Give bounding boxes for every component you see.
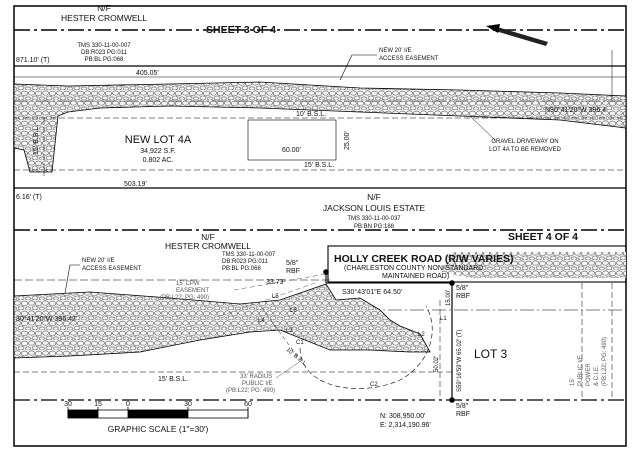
owner-top-pb: PB:BL PG:068 bbox=[85, 57, 124, 63]
scale-tick-60: 60 bbox=[244, 401, 252, 408]
owner-4-tms: TMS 330-11-00-007 bbox=[222, 252, 276, 258]
sheet-3-section: SHEET 3 OF 4 N/F HESTER CROMWELL TMS 330… bbox=[13, 3, 627, 201]
holly-creek-road-gravel bbox=[440, 252, 626, 278]
bearing-vert: S59°16'59"W 65.02' (T) bbox=[457, 329, 463, 392]
dim-top-left: 871.10' (T) bbox=[16, 57, 50, 64]
easement-top-label-2: ACCESS EASEMENT bbox=[379, 56, 439, 62]
road-note-2: MAINTAINED ROAD) bbox=[382, 273, 449, 280]
dim-1500: 15.00' bbox=[446, 290, 452, 306]
road-name: HOLLY CREEK ROAD (R/W VARIES) bbox=[334, 253, 513, 265]
curve-label-l2: L2 bbox=[418, 332, 425, 338]
dim-3373: 33.73' bbox=[266, 279, 285, 286]
curve-label-l1: L1 bbox=[440, 316, 447, 322]
curve-label-l5: L5 bbox=[272, 294, 279, 300]
gravel-driveway-top bbox=[13, 81, 627, 173]
dim-60: 60.00' bbox=[282, 147, 301, 154]
lot-4a-ac: 0.802 AC. bbox=[143, 157, 174, 164]
sheet-4-label: SHEET 4 OF 4 bbox=[508, 231, 578, 243]
middle-owner-nf: N/F bbox=[367, 192, 381, 202]
sheet-4-section: SHEET 4 OF 4 N/F HESTER CROMWELL TMS 330… bbox=[13, 229, 627, 429]
coord-e: E: 2,314,190.96' bbox=[380, 422, 431, 429]
owner-4-db: DB:R023 PG:011 bbox=[222, 259, 269, 265]
rbf-2: 5/8" bbox=[456, 285, 469, 292]
bsl-diag: 10' B.S.L. bbox=[285, 347, 309, 368]
bsl-bottom-4: 15' B.S.L. bbox=[158, 376, 188, 383]
owner-top-nf: N/F bbox=[97, 3, 111, 13]
scale-tick-15: 15 bbox=[94, 401, 102, 408]
owner-top-tms: TMS 330-11-00-007 bbox=[77, 43, 131, 49]
driveway-note-1: GRAVEL DRIVEWAY ON bbox=[491, 139, 558, 145]
radius-1: 33' RADIUS bbox=[240, 374, 272, 380]
rbf-3: 5/8" bbox=[456, 403, 469, 410]
scale-caption: GRAPHIC SCALE (1"=30') bbox=[108, 424, 209, 434]
curve-label-l3: L3 bbox=[286, 328, 293, 334]
sheet-3-label: SHEET 3 OF 4 bbox=[206, 24, 276, 36]
dim-top: 405.05' bbox=[136, 70, 159, 77]
curve-label-l4: L4 bbox=[258, 318, 265, 324]
middle-owner-name: JACKSON LOUIS ESTATE bbox=[323, 203, 426, 213]
easement-top-label-1: NEW 20' I/E bbox=[379, 48, 412, 54]
cpw-3: (PB:L22; PG: 490) bbox=[160, 295, 209, 301]
coord-n: N: 308,950.00' bbox=[380, 413, 425, 420]
lot-4a-sf: 34,922 S.F. bbox=[140, 148, 175, 155]
bearing-left: 30°41'20"W 396.42' bbox=[16, 315, 77, 323]
bsl-top: 10' B.S.L. bbox=[296, 111, 326, 118]
public-easement-3: POWER bbox=[586, 363, 592, 386]
rbf-2b: RBF bbox=[456, 293, 470, 300]
radius-2: PUBLIC I/E bbox=[242, 381, 273, 387]
middle-owner-tms: TMS 330-11-00-037 bbox=[347, 216, 401, 222]
rbf-3b: RBF bbox=[456, 411, 470, 418]
public-easement-4: & C.I.E. bbox=[594, 365, 600, 386]
middle-owner: N/F JACKSON LOUIS ESTATE TMS 330-11-00-0… bbox=[323, 192, 426, 230]
curve-label-c2: C2 bbox=[370, 382, 378, 388]
public-easement-5: (PB:L22; PG: 490) bbox=[602, 337, 608, 386]
radius-easement-arc bbox=[299, 305, 433, 389]
easement-4-label-2: ACCESS EASEMENT bbox=[82, 266, 142, 272]
radius-3: (PB:L22; PG: 490) bbox=[226, 388, 275, 394]
lot-4a-name: NEW LOT 4A bbox=[125, 134, 192, 146]
sheet-border bbox=[13, 5, 627, 447]
curve-label-l6: L6 bbox=[290, 308, 297, 314]
cpw-1: 15' CPW bbox=[176, 281, 200, 287]
curve-label-c1: C1 bbox=[296, 340, 304, 346]
dim-bottom-left: 6.16' (T) bbox=[16, 194, 42, 201]
owner-4-nf: N/F bbox=[201, 232, 215, 242]
scale-tick-0: 0 bbox=[126, 401, 130, 408]
middle-owner-pb: PB:BN PG:188 bbox=[354, 224, 395, 230]
owner-top-db: DB:R023 PG:011 bbox=[81, 50, 128, 56]
bsl-left: 15' B.S.L. bbox=[33, 125, 40, 155]
public-easement-label: 15' PUBLIC I/E, POWER & C.I.E. (PB:L22; … bbox=[570, 337, 608, 386]
graphic-scale: 30 15 0 30 60 GRAPHIC SCALE (1"=30') bbox=[64, 401, 252, 434]
public-easement-1: 15' bbox=[570, 378, 576, 386]
building-footprint bbox=[247, 119, 337, 161]
cpw-2: EASEMENT bbox=[176, 288, 209, 294]
north-arrow-icon bbox=[486, 24, 548, 46]
scale-tick-30b: 30 bbox=[184, 401, 192, 408]
bearing-top-right: N30°41'20"W 396.4 bbox=[545, 106, 606, 114]
bearing-road: S30°43'01"E 64.50' bbox=[342, 288, 402, 296]
rbf-1: 5/8" bbox=[286, 260, 299, 267]
owner-4-name: HESTER CROMWELL bbox=[165, 241, 251, 251]
dim-bottom: 503.19' bbox=[124, 181, 147, 188]
scale-tick-30a: 30 bbox=[64, 401, 72, 408]
bsl-bottom-3: 15' B.S.L. bbox=[304, 162, 334, 169]
lot-3-name: LOT 3 bbox=[474, 347, 507, 361]
driveway-note-2: LOT 4A TO BE REMOVED bbox=[489, 147, 561, 153]
owner-4-pb: PB:BL PG:068 bbox=[222, 266, 261, 272]
dim-5002: 50.02' bbox=[434, 356, 440, 372]
easement-4-label-1: NEW 20' I/E bbox=[82, 258, 115, 264]
road-note-1: (CHARLESTON COUNTY NON-STANDARD bbox=[344, 265, 483, 272]
rbf-1b: RBF bbox=[286, 268, 300, 275]
owner-top-name: HESTER CROMWELL bbox=[61, 13, 147, 23]
dim-25: 25.00' bbox=[344, 131, 351, 150]
public-easement-2: PUBLIC I/E, bbox=[578, 353, 584, 386]
gravel-driveway-bottom bbox=[13, 283, 431, 359]
